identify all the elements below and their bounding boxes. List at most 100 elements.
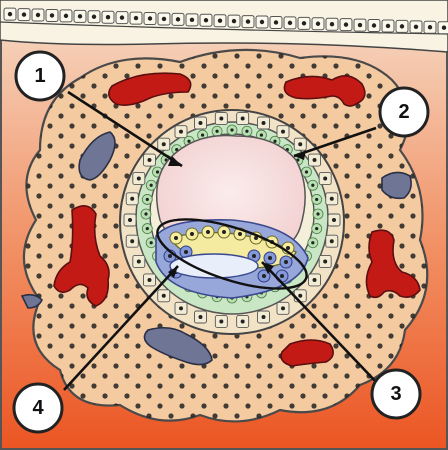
cell-nucleus [442, 25, 446, 29]
cell-nucleus [313, 278, 317, 282]
cell-nucleus [144, 212, 147, 215]
cell-nucleus [252, 254, 256, 258]
callout-label-1: 1 [34, 65, 45, 87]
cell-nucleus [281, 306, 285, 310]
cell-nucleus [36, 13, 40, 17]
cell-nucleus [386, 24, 390, 28]
cell-nucleus [260, 20, 264, 24]
cell-nucleus [184, 250, 188, 254]
cell-nucleus [179, 130, 183, 134]
cell-nucleus [215, 130, 218, 133]
cell-nucleus [241, 319, 245, 323]
cell-nucleus [298, 142, 302, 146]
cell-nucleus [168, 254, 172, 258]
follicle [120, 110, 344, 334]
cell-nucleus [315, 227, 318, 230]
cell-nucleus [344, 22, 348, 26]
cell-nucleus [311, 184, 314, 187]
cell-nucleus [428, 25, 432, 29]
cell-nucleus [232, 19, 236, 23]
cell-nucleus [288, 21, 292, 25]
cell-nucleus [286, 246, 290, 250]
cell-nucleus [190, 18, 194, 22]
cell-nucleus [273, 140, 276, 143]
cell-nucleus [298, 294, 302, 298]
cell-nucleus [262, 274, 266, 278]
cell-nucleus [130, 197, 134, 201]
cell-nucleus [268, 256, 272, 260]
callout-3: 3 [372, 370, 420, 418]
cell-nucleus [315, 198, 318, 201]
cell-nucleus [400, 24, 404, 28]
cell-nucleus [147, 278, 151, 282]
cell-nucleus [260, 133, 263, 136]
cell-nucleus [179, 306, 183, 310]
cell-nucleus [146, 227, 149, 230]
cell-nucleus [137, 259, 141, 263]
cell-nucleus [245, 130, 248, 133]
cell-nucleus [358, 23, 362, 27]
callout-label-4: 4 [32, 397, 44, 419]
cell-nucleus [330, 239, 334, 243]
cell-nucleus [92, 15, 96, 19]
cell-nucleus [130, 239, 134, 243]
cell-nucleus [201, 133, 204, 136]
cell-nucleus [187, 140, 190, 143]
cell-nucleus [162, 294, 166, 298]
cell-nucleus [198, 121, 202, 125]
cell-nucleus [219, 319, 223, 323]
cell-nucleus [78, 14, 82, 18]
cell-nucleus [311, 241, 314, 244]
cell-nucleus [147, 158, 151, 162]
cell-nucleus [22, 12, 26, 16]
cell-nucleus [332, 218, 336, 222]
callout-label-2: 2 [398, 101, 409, 123]
cell-nucleus [316, 212, 319, 215]
cell-nucleus [219, 117, 223, 121]
cell-nucleus [246, 19, 250, 23]
cell-nucleus [330, 197, 334, 201]
cell-nucleus [174, 236, 178, 240]
cell-nucleus [134, 16, 138, 20]
cell-nucleus [230, 128, 233, 131]
cell-nucleus [323, 177, 327, 181]
cell-nucleus [162, 17, 166, 21]
cell-nucleus [137, 177, 141, 181]
cell-nucleus [218, 18, 222, 22]
callout-2: 2 [380, 88, 428, 136]
callout-label-3: 3 [390, 383, 401, 405]
cell-nucleus [330, 22, 334, 26]
cell-nucleus [262, 121, 266, 125]
cell-nucleus [274, 20, 278, 24]
callout-1: 1 [16, 52, 64, 100]
callout-4: 4 [14, 384, 62, 432]
cell-nucleus [156, 170, 159, 173]
cell-nucleus [262, 315, 266, 319]
cell-nucleus [281, 130, 285, 134]
cell-nucleus [372, 23, 376, 27]
cell-nucleus [8, 12, 12, 16]
cell-nucleus [305, 170, 308, 173]
cell-nucleus [302, 21, 306, 25]
cell-nucleus [323, 259, 327, 263]
cell-nucleus [146, 198, 149, 201]
cell-nucleus [204, 18, 208, 22]
cell-nucleus [316, 22, 320, 26]
cell-nucleus [206, 230, 210, 234]
cell-nucleus [106, 15, 110, 19]
cell-nucleus [241, 117, 245, 121]
cell-nucleus [64, 14, 68, 18]
cell-nucleus [313, 158, 317, 162]
cell-nucleus [120, 15, 124, 19]
cell-nucleus [150, 241, 153, 244]
cell-nucleus [50, 13, 54, 17]
cell-nucleus [162, 142, 166, 146]
cell-nucleus [222, 230, 226, 234]
cell-nucleus [280, 274, 284, 278]
cell-nucleus [238, 232, 242, 236]
cell-nucleus [128, 218, 132, 222]
cell-nucleus [190, 232, 194, 236]
cell-nucleus [176, 17, 180, 21]
